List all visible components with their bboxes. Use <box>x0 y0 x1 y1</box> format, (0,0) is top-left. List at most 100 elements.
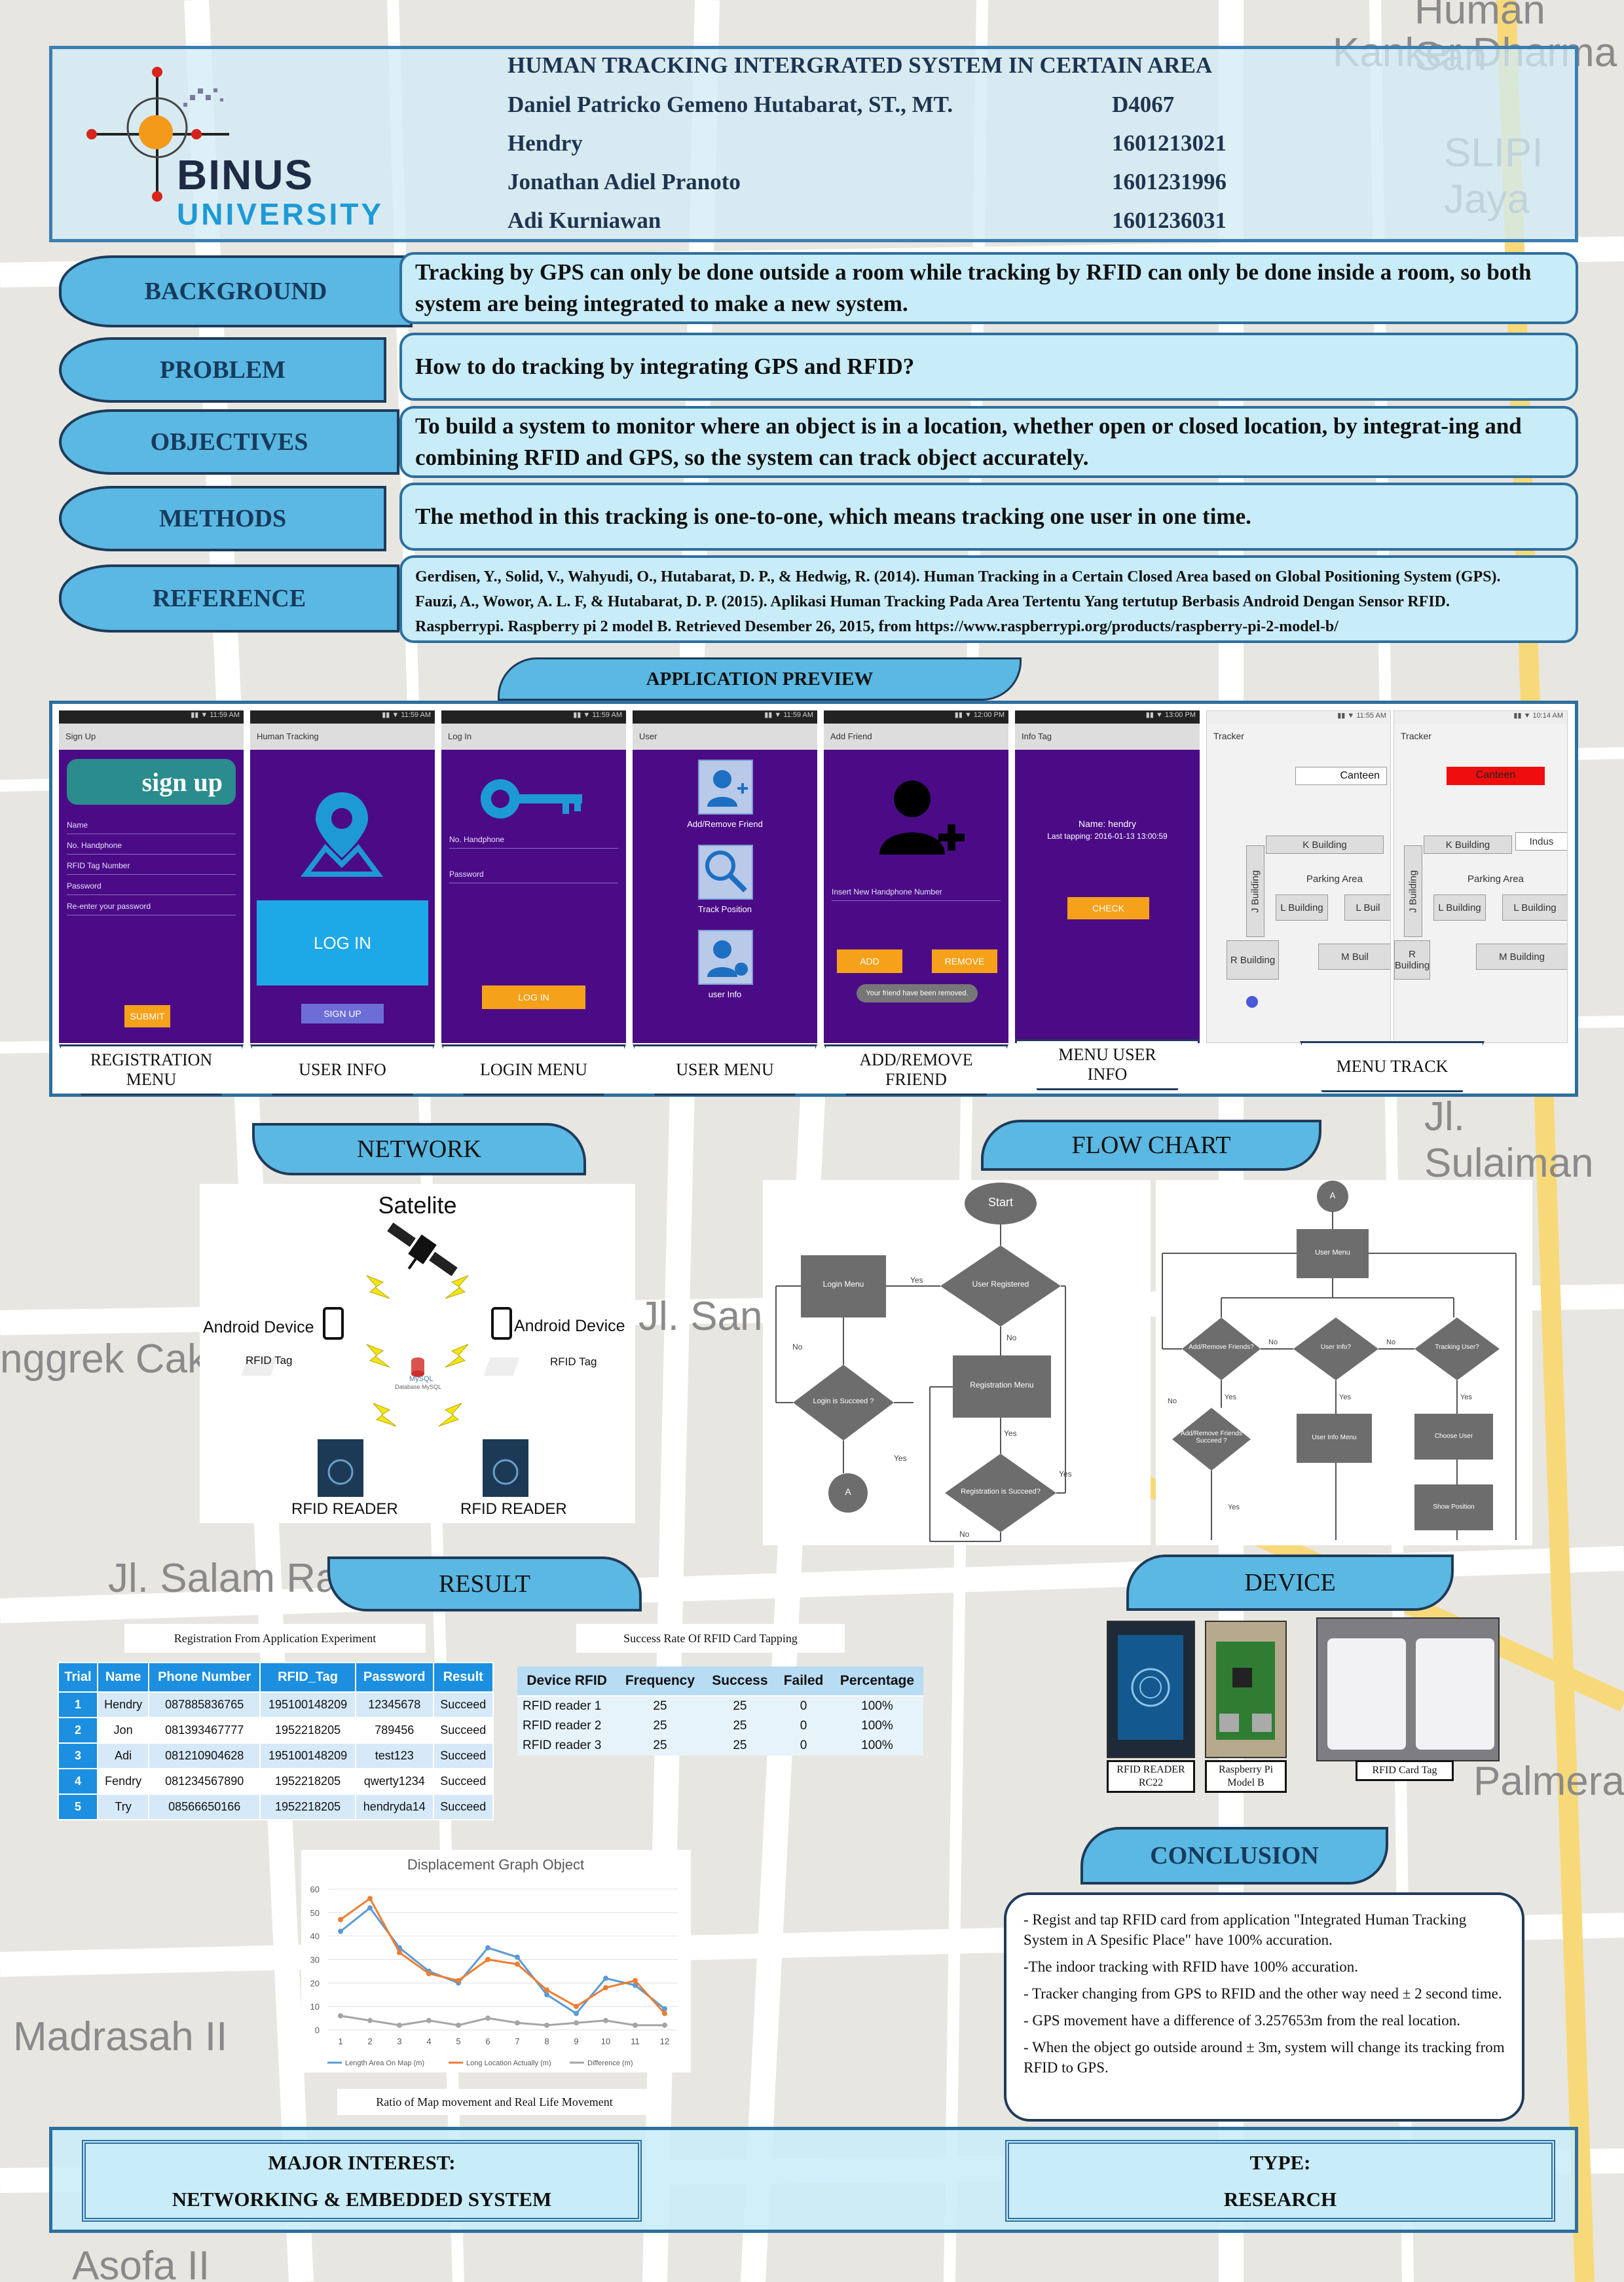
poster-title: HUMAN TRACKING INTERGRATED SYSTEM IN CER… <box>507 52 1213 78</box>
x-tick-label: 9 <box>574 2036 578 2046</box>
type-value: RESEARCH <box>1223 2187 1337 2211</box>
background-text: Tracking by GPS can only be done outside… <box>399 252 1578 324</box>
table-header: Name <box>96 1662 150 1693</box>
table-header: Frequency <box>616 1666 704 1697</box>
author-name: Adi Kurniawan <box>507 208 661 233</box>
caption-text: USER INFO <box>299 1060 386 1079</box>
graph-caption: Ratio of Map movement and Real Life Move… <box>337 2089 652 2115</box>
flowchart-panel-2: A User Menu Add/Remove Friends? User Inf… <box>1156 1180 1532 1545</box>
check-button[interactable]: CHECK <box>1067 897 1149 919</box>
device-caption: RFID Card Tag <box>1356 1760 1454 1781</box>
author-id: 1601236031 <box>1112 208 1227 233</box>
flow-node: User Menu <box>1315 1249 1350 1257</box>
network-heading: NETWORK <box>252 1123 586 1175</box>
building: K Building <box>1424 836 1512 854</box>
conclusion-box: - Regist and tap RFID card from applicat… <box>1004 1892 1524 2122</box>
login-button[interactable]: LOG IN <box>257 900 428 985</box>
flow-node: Registration Menu <box>970 1380 1034 1389</box>
rfid-field[interactable]: RFID Tag Number <box>67 855 236 875</box>
y-tick-label: 10 <box>310 2002 320 2012</box>
caption-text: MENU TRACK <box>1336 1057 1449 1076</box>
conclusion-item: - GPS movement have a difference of 3.25… <box>1024 2012 1461 2029</box>
table-cell: 1952218205 <box>259 1768 356 1795</box>
phone-icon <box>491 1307 512 1340</box>
data-point <box>367 1896 373 1902</box>
screen-signup: ▮▮ ▼ 11:59 AM Sign Up sign up Name No. H… <box>59 710 244 1043</box>
map-label: Jl. Salam Ray <box>108 1556 359 1601</box>
phone-icon <box>323 1307 344 1340</box>
map-label: Jl. Sulaiman <box>1424 1094 1594 1186</box>
menu-label: Track Position <box>698 904 752 914</box>
android-device-label: Android Device <box>203 1318 314 1336</box>
add-friend-icon[interactable] <box>698 760 753 815</box>
building: K Building <box>1266 836 1384 854</box>
flow-node: Choose User <box>1434 1433 1473 1440</box>
flow-node: User Info Menu <box>1312 1434 1357 1441</box>
author-id: D4067 <box>1112 92 1175 117</box>
table-header: Success <box>703 1666 777 1697</box>
table-cell: Succeed <box>432 1717 494 1744</box>
flow-edge-label: No <box>1168 1397 1177 1405</box>
screen-title: Tracker <box>1213 731 1244 741</box>
add-button[interactable]: ADD <box>837 949 902 973</box>
data-point <box>603 2017 608 2023</box>
reenter-password-field[interactable]: Re-enter your password <box>67 895 236 915</box>
phone-field[interactable]: No. Handphone <box>449 828 618 849</box>
name-field[interactable]: Name <box>67 814 236 834</box>
map-label: Jl. Sand <box>638 1294 786 1339</box>
table-cell: qwerty1234 <box>354 1768 434 1795</box>
building: R Building <box>1227 940 1279 980</box>
map-label: nggrek Cakr <box>0 1336 221 1382</box>
building: R Building <box>1394 940 1430 980</box>
password-field[interactable]: Password <box>449 863 618 883</box>
signup-button[interactable]: SIGN UP <box>301 1004 384 1023</box>
table-cell: Jon <box>96 1717 150 1744</box>
menu-label: user Info <box>708 989 742 999</box>
table-cell: Hendry <box>96 1691 150 1718</box>
table-header: Password <box>354 1662 434 1693</box>
screen-title: Log In <box>441 724 626 750</box>
data-point <box>485 1957 490 1962</box>
flow-edge-label: Yes <box>1460 1393 1472 1401</box>
table-cell: 195100148209 <box>259 1742 356 1769</box>
screen-title: Tracker <box>1401 731 1431 741</box>
data-point <box>662 2022 667 2028</box>
data-point <box>456 1978 461 1983</box>
user-info-icon[interactable] <box>698 930 753 985</box>
flow-node: Login is Succeed ? <box>813 1397 874 1405</box>
table-cell: hendryda14 <box>354 1794 434 1820</box>
data-point <box>603 1985 608 1991</box>
caption-login-menu: LOGIN MENU <box>441 1044 626 1095</box>
objectives-text-content: To build a system to monitor where an ob… <box>415 413 1522 470</box>
screen-title: User <box>633 724 817 750</box>
data-point <box>544 1992 549 1998</box>
phone-field[interactable]: No. Handphone <box>67 834 236 855</box>
table-cell: 4 <box>58 1768 98 1795</box>
password-field[interactable]: Password <box>67 875 236 895</box>
major-interest-box: MAJOR INTEREST: NETWORKING & EMBEDDED SY… <box>82 2140 642 2222</box>
caption-text: MENU USER INFO <box>1058 1045 1156 1084</box>
submit-button[interactable]: SUBMIT <box>124 1005 170 1027</box>
y-tick-label: 60 <box>310 1885 320 1894</box>
track-position-icon[interactable] <box>698 845 753 900</box>
flow-edge-label: Yes <box>1059 1469 1072 1479</box>
info-last-tapping: Last tapping: 2016-01-13 13:00:59 <box>1047 832 1168 841</box>
status-bar: ▮▮ ▼ 11:59 AM <box>633 710 817 724</box>
author-id: 1601213021 <box>1112 130 1227 156</box>
footer-panel: MAJOR INTEREST: NETWORKING & EMBEDDED SY… <box>49 2127 1578 2233</box>
x-tick-label: 6 <box>485 2036 490 2046</box>
new-phone-field[interactable]: Insert New Handphone Number <box>832 881 1001 901</box>
table-cell: Try <box>96 1794 150 1820</box>
satellite-icon <box>387 1223 458 1276</box>
caption-user-info: USER INFO <box>250 1044 435 1095</box>
caption-text: USER MENU <box>676 1060 774 1079</box>
login-button[interactable]: LOG IN <box>482 985 585 1009</box>
reference-list: Gerdisen, Y., Solid, V., Wahyudi, O., Hu… <box>399 555 1578 643</box>
area-label: Parking Area <box>1467 873 1524 885</box>
remove-button[interactable]: REMOVE <box>932 949 997 973</box>
map-label: Asofa II <box>72 2243 210 2282</box>
database-caption: Database MySQL <box>395 1384 442 1390</box>
table2-caption: Success Rate Of RFID Card Tapping <box>576 1624 845 1653</box>
